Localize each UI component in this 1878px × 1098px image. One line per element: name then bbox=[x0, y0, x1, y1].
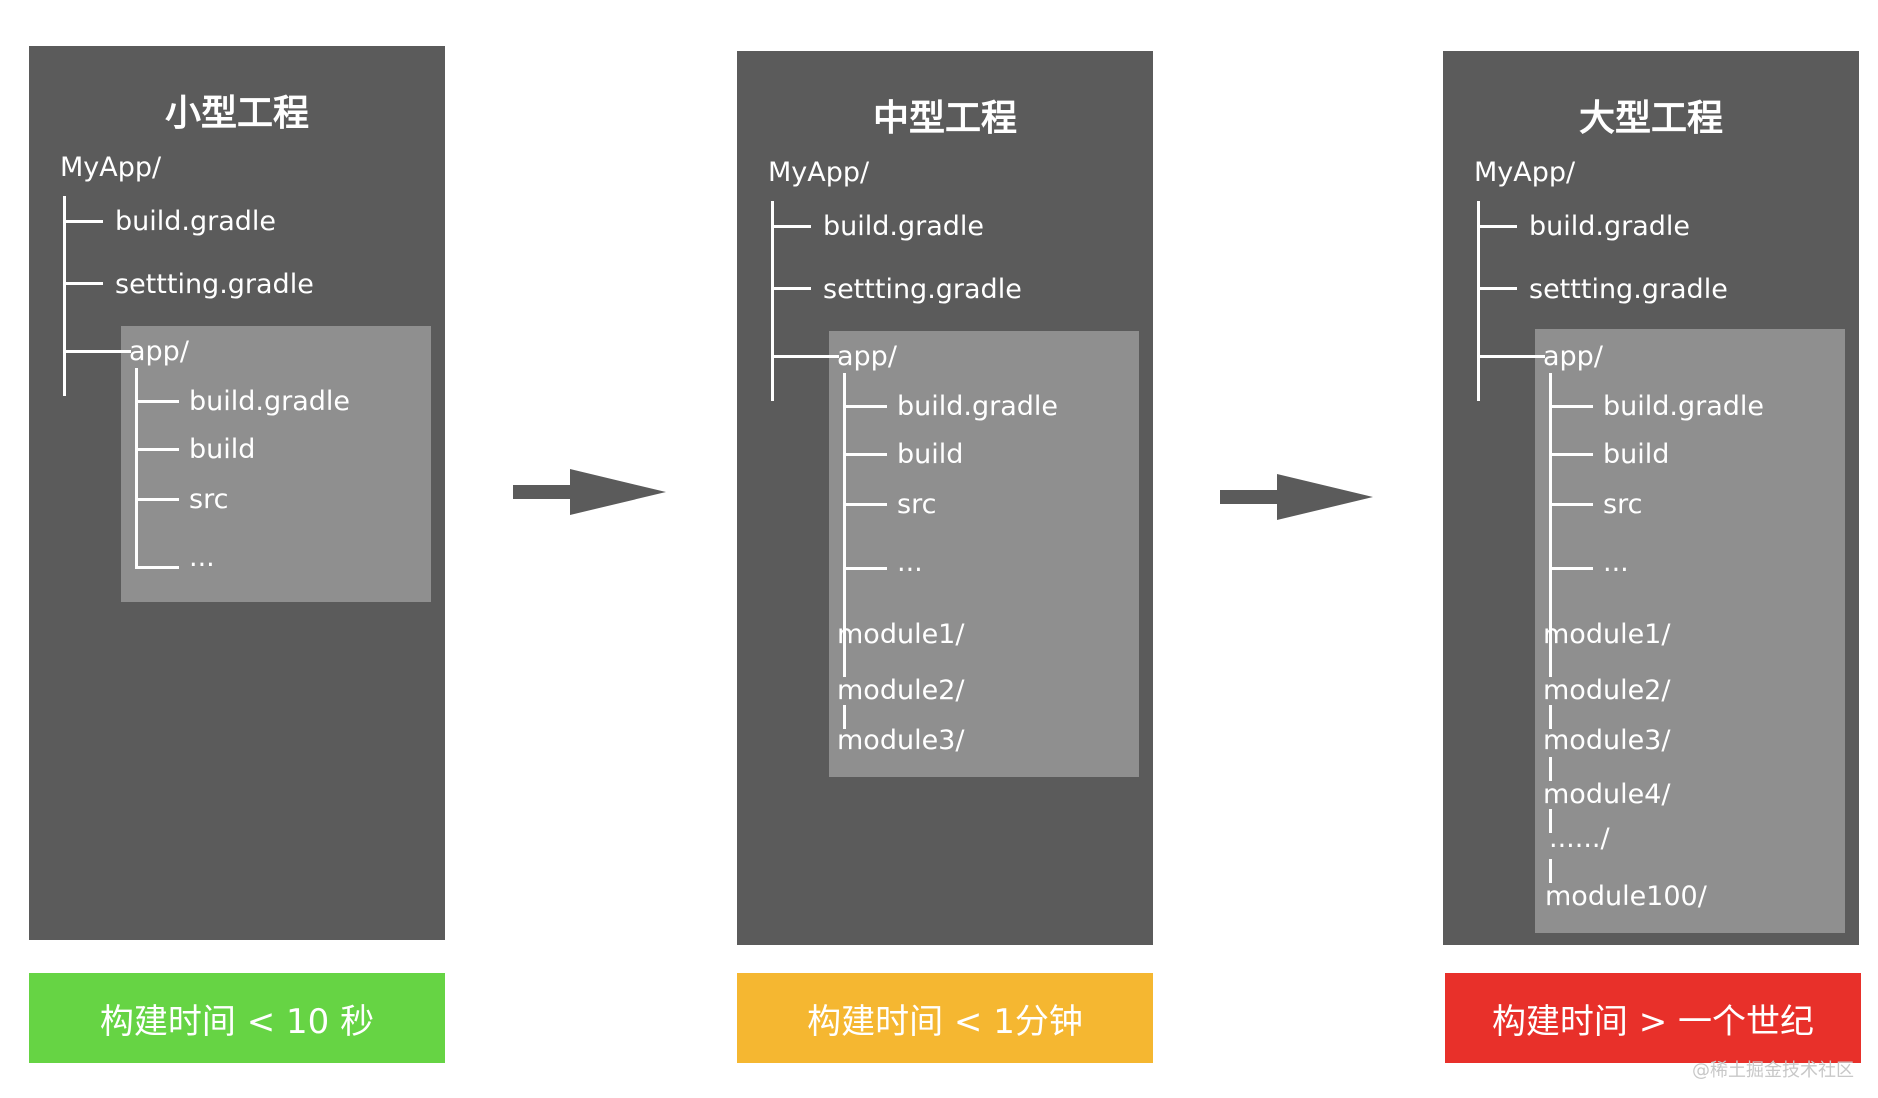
app-item: ... bbox=[1603, 547, 1629, 578]
panel-large: 大型工程 MyApp/ build.gradle settting.gradle… bbox=[1443, 51, 1859, 945]
tree-line bbox=[1549, 373, 1552, 661]
watermark: @稀土掘金技术社区 bbox=[1692, 1060, 1854, 1081]
panel-title: 中型工程 bbox=[872, 98, 1017, 139]
app-item: build.gradle bbox=[189, 386, 351, 417]
tree-line bbox=[135, 368, 138, 568]
app-folder-label: app/ bbox=[1543, 341, 1603, 372]
tree-line bbox=[843, 453, 887, 456]
tree-line bbox=[1477, 355, 1545, 358]
app-item: build bbox=[897, 439, 964, 470]
module-item: ....../ bbox=[1549, 823, 1610, 854]
tree-line bbox=[1549, 653, 1552, 677]
tree-line bbox=[843, 567, 887, 570]
module-item: module3/ bbox=[837, 725, 965, 756]
app-folder-box: app/ build.gradle build src ... bbox=[63, 326, 431, 602]
tree-file: settting.gradle bbox=[1529, 274, 1728, 305]
tree-line bbox=[135, 400, 179, 403]
tree-line bbox=[771, 355, 839, 358]
app-item: src bbox=[189, 484, 229, 515]
app-folder-label: app/ bbox=[837, 341, 897, 372]
tree-line bbox=[1549, 405, 1593, 408]
tree-line bbox=[843, 405, 887, 408]
panel-title: 大型工程 bbox=[1578, 98, 1723, 139]
build-time-badge-small: 构建时间 < 10 秒 bbox=[29, 973, 445, 1063]
module-item: module1/ bbox=[837, 619, 965, 650]
app-item: build.gradle bbox=[1603, 391, 1765, 422]
tree-line bbox=[843, 653, 846, 677]
tree-line bbox=[63, 350, 131, 353]
module-item: module2/ bbox=[837, 675, 965, 706]
tree-line bbox=[1549, 809, 1552, 833]
tree-root: MyApp/ bbox=[1474, 157, 1576, 188]
tree-file: build.gradle bbox=[1529, 211, 1691, 242]
tree-line bbox=[63, 196, 66, 396]
app-item: src bbox=[897, 489, 937, 520]
module-item: module4/ bbox=[1543, 779, 1671, 810]
tree-line bbox=[1549, 859, 1552, 883]
tree-root: MyApp/ bbox=[768, 157, 870, 188]
tree-line bbox=[771, 287, 811, 290]
app-item: src bbox=[1603, 489, 1643, 520]
app-item: build bbox=[189, 434, 256, 465]
app-folder-box: app/ build.gradle build src ... module1/… bbox=[1477, 329, 1845, 933]
panel-medium: 中型工程 MyApp/ build.gradle settting.gradle… bbox=[737, 51, 1153, 945]
app-folder-box: app/ build.gradle build src ... module1/… bbox=[771, 331, 1139, 777]
tree-line bbox=[135, 498, 179, 501]
tree-line bbox=[1477, 201, 1480, 401]
module-item: module3/ bbox=[1543, 725, 1671, 756]
tree-line bbox=[771, 201, 774, 401]
tree-line bbox=[1549, 503, 1593, 506]
build-time-badge-medium: 构建时间 < 1分钟 bbox=[737, 973, 1153, 1063]
tree-line bbox=[1477, 287, 1517, 290]
tree-line bbox=[63, 220, 103, 223]
panel-small: 小型工程 MyApp/ build.gradle settting.gradle… bbox=[29, 46, 445, 940]
tree-line bbox=[1549, 453, 1593, 456]
app-item: build.gradle bbox=[897, 391, 1059, 422]
tree-line bbox=[843, 705, 846, 729]
tree-line bbox=[135, 448, 179, 451]
tree-file: build.gradle bbox=[823, 211, 985, 242]
module-item: module100/ bbox=[1545, 881, 1707, 912]
arrow-right-icon bbox=[1220, 474, 1373, 520]
tree-line bbox=[1549, 757, 1552, 781]
build-time-badge-large: 构建时间 > 一个世纪 bbox=[1445, 973, 1861, 1063]
tree-file: build.gradle bbox=[115, 206, 277, 237]
module-item: module2/ bbox=[1543, 675, 1671, 706]
tree-file: settting.gradle bbox=[823, 274, 1022, 305]
tree-file: settting.gradle bbox=[115, 269, 314, 300]
tree-line bbox=[1549, 705, 1552, 729]
tree-root: MyApp/ bbox=[60, 152, 162, 183]
tree-line bbox=[1477, 225, 1517, 228]
app-item: ... bbox=[897, 547, 923, 578]
tree-line bbox=[135, 566, 179, 569]
app-folder-label: app/ bbox=[129, 336, 189, 367]
module-item: module1/ bbox=[1543, 619, 1671, 650]
tree-line bbox=[843, 503, 887, 506]
tree-line bbox=[843, 373, 846, 661]
tree-line bbox=[1549, 567, 1593, 570]
tree-line bbox=[771, 225, 811, 228]
arrow-right-icon bbox=[513, 469, 666, 515]
tree-line bbox=[63, 282, 103, 285]
panel-title: 小型工程 bbox=[164, 93, 309, 134]
app-item: build bbox=[1603, 439, 1670, 470]
app-item: ... bbox=[189, 542, 215, 573]
